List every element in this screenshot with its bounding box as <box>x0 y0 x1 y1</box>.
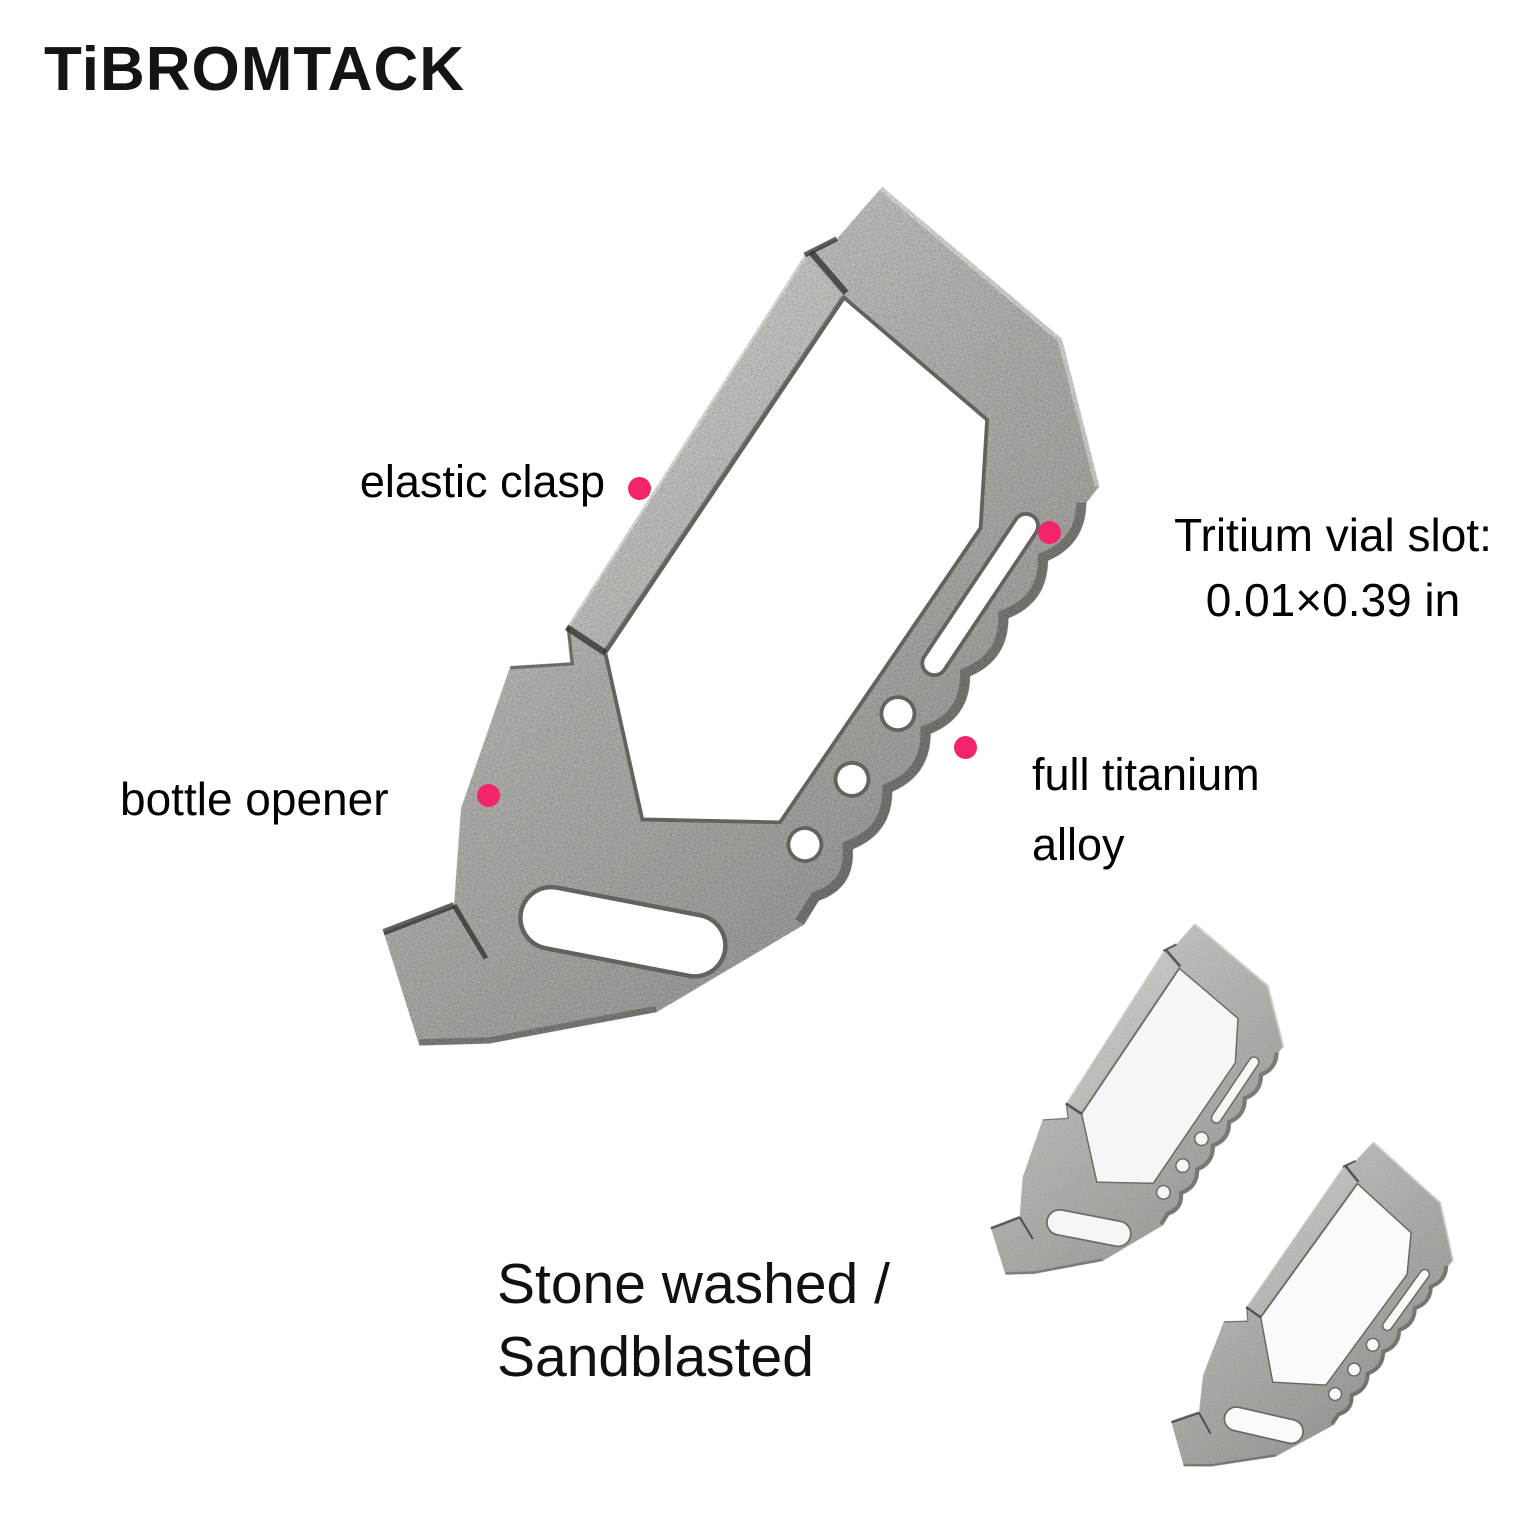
label-titanium-alloy: full titanium alloy <box>1032 740 1392 880</box>
label-tritium-slot-line1: Tritium vial slot: <box>1174 509 1492 561</box>
callout-dot-elastic-clasp <box>628 477 651 500</box>
finish-caption: Stone washed / Sandblasted <box>497 1248 1117 1394</box>
small-carabiner-sandblasted-photo <box>1156 1116 1485 1530</box>
brand-logo: TiBROMTACK <box>44 35 465 104</box>
label-titanium-alloy-line1: full titanium <box>1032 749 1260 800</box>
finish-caption-line2: Sandblasted <box>497 1324 814 1389</box>
callout-dot-titanium-alloy <box>954 736 977 759</box>
callout-dot-tritium-slot <box>1038 521 1061 544</box>
label-tritium-slot: Tritium vial slot: 0.01×0.39 in <box>1140 503 1526 634</box>
label-elastic-clasp: elastic clasp <box>359 456 605 507</box>
callout-dot-bottle-opener <box>477 784 500 807</box>
label-titanium-alloy-line2: alloy <box>1032 818 1125 870</box>
main-carabiner-photo <box>347 125 1175 1206</box>
label-tritium-slot-line2: 0.01×0.39 in <box>1205 574 1461 627</box>
label-bottle-opener: bottle opener <box>120 773 389 825</box>
finish-caption-line1: Stone washed / <box>497 1252 890 1316</box>
